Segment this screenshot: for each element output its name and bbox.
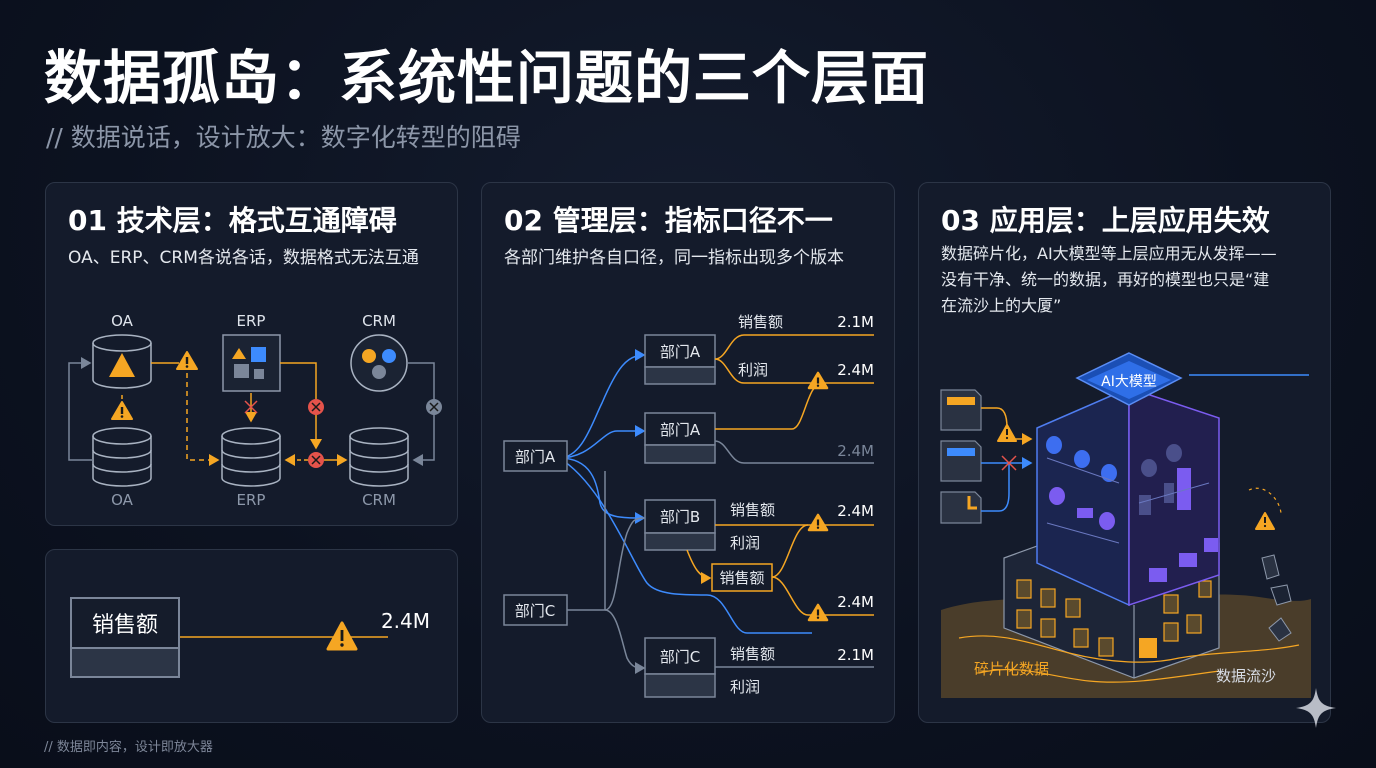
- metric-value: 2.1M: [837, 646, 874, 664]
- dept-node-label: 部门B: [660, 508, 700, 526]
- metric-name: 销售额: [730, 645, 775, 663]
- erp-db-stack-icon: [221, 427, 281, 487]
- db-label-crm: CRM: [362, 491, 396, 509]
- source-a-links: [558, 349, 812, 634]
- page-title: 数据孤岛：系统性问题的三个层面: [44, 44, 930, 112]
- metric-value: 2.4M: [381, 609, 430, 633]
- card-application-layer: 03 应用层：上层应用失效 数据碎片化，AI大模型等上层应用无从发挥—— 没有干…: [918, 182, 1331, 723]
- card-technical-layer: 01 技术层：格式互通障碍 OA、ERP、CRM各说各话，数据格式无法互通 OA…: [45, 182, 458, 526]
- dept-node-label: 部门A: [660, 421, 701, 439]
- metric-value: 2.4M: [837, 502, 874, 520]
- data-sand-label: 数据流沙: [1216, 667, 1276, 685]
- source-node-a[interactable]: [503, 440, 568, 472]
- description-line: 没有干净、统一的数据，再好的模型也只是“建: [941, 270, 1270, 289]
- oa-loop-line: [68, 357, 93, 461]
- metric-value: 2.4M: [837, 593, 874, 611]
- warning-icon: [176, 351, 198, 370]
- ai-building-illustration: AI大模型 碎片化数据: [940, 352, 1311, 698]
- error-x-icon: [1001, 455, 1017, 471]
- document-icon: [940, 491, 982, 524]
- metric-line-diagram: 销售额 2.4M: [70, 597, 430, 678]
- page-subtitle: // 数据说话，设计放大：数字化转型的阻碍: [46, 123, 521, 152]
- warning-icon: [111, 401, 133, 420]
- document-icon: [940, 440, 982, 482]
- card-title: 03 应用层：上层应用失效: [941, 204, 1270, 237]
- description-line: 在流沙上的大厦”: [941, 296, 1062, 315]
- oa-db-stack-icon: [92, 427, 152, 487]
- description-line: 数据碎片化，AI大模型等上层应用无从发挥——: [941, 244, 1277, 263]
- card-metric-example: 销售额 2.4M: [45, 549, 458, 723]
- source-label-c: 部门C: [515, 602, 555, 620]
- card-management-layer: 02 管理层：指标口径不一 各部门维护各自口径，同一指标出现多个版本: [481, 182, 895, 723]
- error-x-icon: [426, 399, 442, 415]
- ai-tower: [1036, 386, 1220, 607]
- warning-icon: [326, 621, 358, 651]
- system-diagram: OA ERP CRM OA ERP CRM: [68, 312, 442, 509]
- dept-node[interactable]: 部门B: [644, 499, 716, 551]
- dept-node-label: 部门A: [660, 343, 701, 361]
- warning-icon: [1255, 512, 1275, 530]
- card-title: 01 技术层：格式互通障碍: [68, 204, 397, 237]
- error-x-icon: [308, 452, 324, 468]
- warning-icon: [807, 371, 829, 390]
- dept-node[interactable]: 部门C: [644, 637, 716, 698]
- metric-value: 2.1M: [837, 313, 874, 331]
- metric-label: 销售额: [92, 613, 158, 638]
- merged-metric-node[interactable]: 销售额: [711, 563, 773, 592]
- fragment-data-label: 碎片化数据: [974, 660, 1049, 678]
- error-x-icon: [308, 399, 324, 415]
- oa-database-icon: [92, 334, 152, 389]
- metric-value: 2.4M: [837, 361, 874, 379]
- metric-name: 利润: [730, 534, 760, 552]
- merged-metric-label: 销售额: [719, 569, 764, 587]
- dept-node-label: 部门C: [660, 648, 700, 666]
- crm-app-icon: [350, 334, 408, 392]
- card-description: 数据碎片化，AI大模型等上层应用无从发挥—— 没有干净、统一的数据，再好的模型也…: [941, 241, 1321, 319]
- error-x-icon: [244, 400, 258, 414]
- db-label-erp: ERP: [237, 491, 266, 509]
- ai-model-roof: AI大模型: [1075, 352, 1183, 406]
- footer-text: // 数据即内容，设计即放大器: [44, 740, 213, 755]
- source-label-a: 部门A: [515, 448, 556, 466]
- metric-name: 利润: [730, 678, 760, 696]
- card-title: 02 管理层：指标口径不一: [504, 204, 833, 237]
- source-node-c[interactable]: [503, 594, 568, 626]
- metric-name: 销售额: [730, 501, 775, 519]
- metric-value: 2.4M: [837, 442, 874, 460]
- sparkle-icon: [1296, 688, 1336, 728]
- erp-app-icon: [222, 334, 281, 392]
- system-label-oa: OA: [111, 312, 134, 330]
- dept-node[interactable]: 部门A: [644, 334, 716, 385]
- metric-name: 销售额: [738, 313, 783, 331]
- card-description: 各部门维护各自口径，同一指标出现多个版本: [504, 248, 844, 268]
- dept-node[interactable]: 部门A: [644, 412, 716, 464]
- warning-icon: [807, 513, 829, 532]
- metric-name: 利润: [738, 361, 768, 379]
- system-label-erp: ERP: [237, 312, 266, 330]
- system-label-crm: CRM: [362, 312, 396, 330]
- warning-icon: [997, 424, 1017, 442]
- ai-model-label: AI大模型: [1101, 374, 1157, 390]
- crm-db-stack-icon: [349, 427, 409, 487]
- db-label-oa: OA: [111, 491, 134, 509]
- document-icon: [940, 389, 982, 431]
- metric-flow-diagram: 部门A 部门C 部门A 销售额 2.1M 利润 2.4M 部门A 2.4M 部门…: [503, 313, 874, 698]
- source-c-links: [567, 471, 646, 674]
- warning-icon: [807, 603, 829, 622]
- card-description: OA、ERP、CRM各说各话，数据格式无法互通: [68, 248, 419, 268]
